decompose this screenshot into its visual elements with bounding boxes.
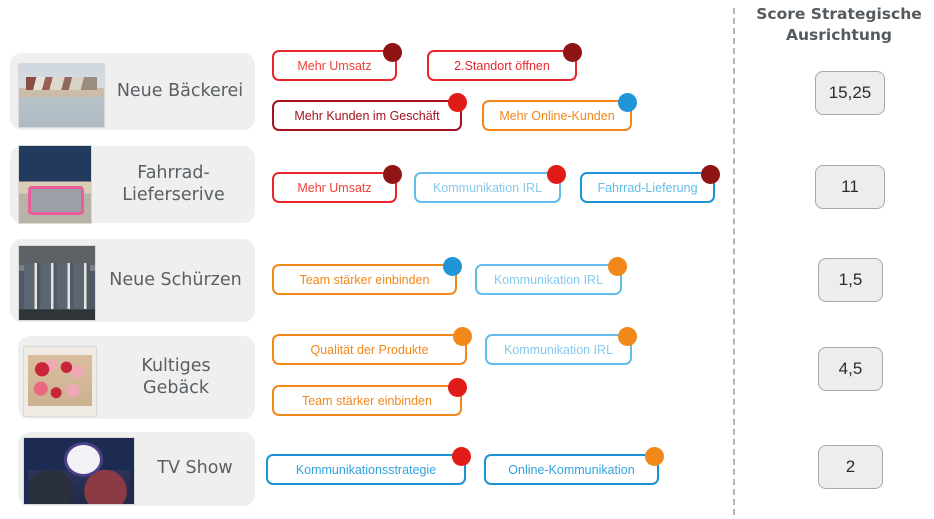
goal-status-dot-icon[interactable] [701,165,720,184]
goal-pill-label: Team stärker einbinden [302,393,432,408]
goal-pill-label: Kommunikation IRL [432,180,543,195]
goal-pill[interactable]: Kommunikation IRL [485,327,637,365]
goal-status-dot-icon[interactable] [448,378,467,397]
goal-status-dot-icon[interactable] [448,93,467,112]
goal-pill[interactable]: Mehr Umsatz [272,43,402,81]
goal-pill[interactable]: Team stärker einbinden [272,257,462,295]
score-value: 2 [845,457,856,476]
goal-pill[interactable]: Online-Kommunikation [484,447,664,485]
score-box-neue-baeckerei[interactable]: 15,25 [815,71,885,115]
goal-pill-label: 2.Standort öffnen [454,58,550,73]
goal-status-dot-icon[interactable] [383,43,402,62]
score-box-tv-show[interactable]: 2 [818,445,883,489]
score-column-header: Score Strategische Ausrichtung [744,4,934,46]
score-header-line-2: Ausrichtung [785,25,892,44]
goal-status-dot-icon[interactable] [563,43,582,62]
project-card-label: Neue Schürzen [109,269,242,290]
aprons-thumbnail [18,244,96,321]
project-card-label: Kultiges Gebäck [141,356,211,398]
goal-pill-label: Online-Kommunikation [508,462,635,477]
goal-pill-label: Fahrrad-Lieferung [597,180,698,195]
score-header-line-1: Score Strategische [756,5,922,23]
score-box-kultiges-gebaeck[interactable]: 4,5 [818,347,883,391]
tv-show-thumbnail [23,437,135,505]
project-card-neue-baeckerei[interactable]: Neue Bäckerei [10,53,255,130]
goal-pill[interactable]: Mehr Kunden im Geschäft [272,93,467,131]
score-value: 15,25 [828,83,872,102]
goal-pill-label: Kommunikationsstrategie [295,462,437,477]
project-card-tv-show[interactable]: TV Show [18,432,255,506]
goal-pill-label: Qualität der Produkte [310,342,429,357]
bike-delivery-thumbnail [18,145,92,224]
goal-pill[interactable]: Kommunikation IRL [414,165,566,203]
goal-pill[interactable]: Kommunikation IRL [475,257,627,295]
goal-pill[interactable]: Mehr Umsatz [272,165,402,203]
goal-status-dot-icon[interactable] [453,327,472,346]
goal-pill-label: Team stärker einbinden [299,272,430,287]
bakery-thumbnail [18,62,105,128]
goal-status-dot-icon[interactable] [645,447,664,466]
goal-pill-label: Kommunikation IRL [503,342,614,357]
project-card-kultiges-gebaeck[interactable]: Kultiges Gebäck [18,336,255,419]
goal-pill[interactable]: Fahrrad-Lieferung [580,165,720,203]
project-card-label: Neue Bäckerei [116,80,244,101]
goal-status-dot-icon[interactable] [452,447,471,466]
goal-pill[interactable]: Kommunikationsstrategie [266,447,471,485]
score-value: 4,5 [838,359,863,378]
goal-pill-label: Mehr Kunden im Geschäft [294,108,440,123]
goal-pill[interactable]: Mehr Online-Kunden [482,93,637,131]
project-card-neue-schuerzen[interactable]: Neue Schürzen [10,239,255,322]
goal-status-dot-icon[interactable] [383,165,402,184]
goal-pill-label: Mehr Online-Kunden [499,108,615,123]
cake-30-thumbnail [23,345,97,417]
project-card-label: TV Show [157,458,233,479]
goal-pill[interactable]: Team stärker einbinden [272,378,467,416]
score-box-fahrrad-lieferserive[interactable]: 11 [815,165,885,209]
goal-pill[interactable]: Qualität der Produkte [272,327,472,365]
goal-pill-label: Mehr Umsatz [297,58,372,73]
project-card-fahrrad-lieferserive[interactable]: Fahrrad- Lieferserive [10,145,255,224]
goal-pill-label: Kommunikation IRL [493,272,604,287]
score-value: 1,5 [838,270,863,289]
vertical-dashed-divider [733,8,735,515]
goal-status-dot-icon[interactable] [443,257,462,276]
goal-status-dot-icon[interactable] [608,257,627,276]
score-value: 11 [841,177,859,196]
goal-status-dot-icon[interactable] [618,93,637,112]
score-box-neue-schuerzen[interactable]: 1,5 [818,258,883,302]
project-card-label: Fahrrad- Lieferserive [122,163,225,205]
goal-pill[interactable]: 2.Standort öffnen [427,43,582,81]
goal-pill-label: Mehr Umsatz [297,180,372,195]
goal-status-dot-icon[interactable] [618,327,637,346]
goal-status-dot-icon[interactable] [547,165,566,184]
